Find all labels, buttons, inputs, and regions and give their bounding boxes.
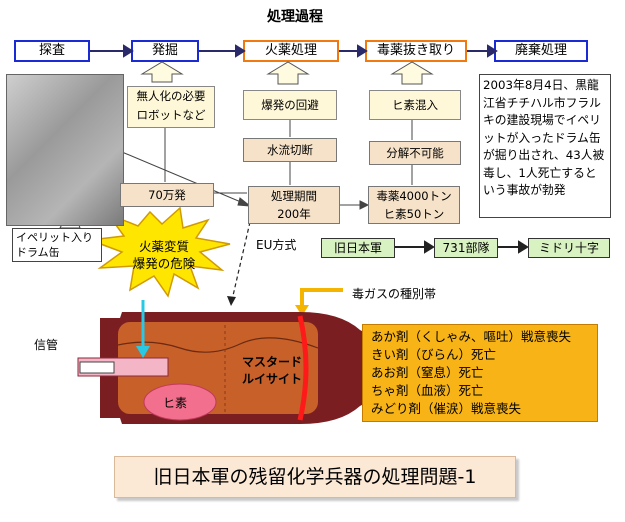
agent-blue: あお剤（窒息）死亡 [371,365,484,380]
period-note: 処理期間 200年 [248,186,340,224]
count-note: 70万発 [120,183,214,207]
fuse-label: 信管 [34,338,59,352]
water-jet-note: 水流切断 [243,138,337,162]
agent-yellow: きい剤（びらん）死亡 [371,347,497,362]
arsenic-mix-note: ヒ素混入 [369,90,461,120]
shell [77,312,425,424]
chemical-agents-list: あか剤（くしゃみ、嘔吐）戦意喪失 きい剤（びらん）死亡 あお剤（窒息）死亡 ちゃ… [362,324,598,422]
arsenic-blob [143,383,217,421]
chain-green-cross: ミドリ十字 [528,238,610,258]
gas-band [297,315,309,421]
non-decomposable-note: 分解不可能 [369,141,461,165]
shell-contents-label: マスタード ルイサイト [241,355,302,386]
up-arrow-toxin [390,61,434,85]
burst-text: 火薬変質 爆発の危険 [132,239,196,271]
flow-step-extract-toxin: 毒薬抜き取り [365,40,467,62]
fuse-tip [79,361,115,374]
chain-arrows [394,240,529,254]
agent-green: みどり剤（催涙）戦意喪失 [371,401,522,416]
eu-label: EU方式 [256,238,297,252]
chain-unit-731: 731部隊 [434,238,498,258]
photo-caption: イペリット入り ドラム缶 [12,228,102,262]
tonnage-note: 毒薬4000トン ヒ素50トン [368,186,460,224]
agent-red: あか剤（くしゃみ、嘔吐）戦意喪失 [371,329,572,344]
gas-band-label: 毒ガスの種別帯 [352,287,437,301]
gas-arrow [300,288,343,306]
connector-lines [121,120,413,210]
agent-brown: ちゃ剤（血液）死亡 [371,383,484,398]
diagram-title: 処理過程 [267,9,323,25]
up-arrow-explosive [266,61,310,85]
up-arrows [140,61,434,85]
flow-arrows [90,44,498,58]
flow-step-excavate: 発掘 [131,40,199,62]
footer-title: 旧日本軍の残留化学兵器の処理問題-1 [114,456,516,498]
robot-note: 無人化の必要 ロボットなど [127,86,215,128]
flow-step-explore: 探査 [14,40,90,62]
eu-dashed-line [231,221,251,301]
up-arrow-excavate [140,61,184,83]
incident-note: 2003年8月4日、黒龍江省チチハル市フラルキの建設現場でイペリットが入ったドラ… [479,74,611,218]
chain-japanese-army: 旧日本軍 [321,238,395,258]
flow-step-disposal: 廃棄処理 [494,40,588,62]
arsenic-label: ヒ素 [163,396,188,410]
explosion-avoid-note: 爆発の回避 [243,90,337,120]
drum-photo [6,74,124,226]
